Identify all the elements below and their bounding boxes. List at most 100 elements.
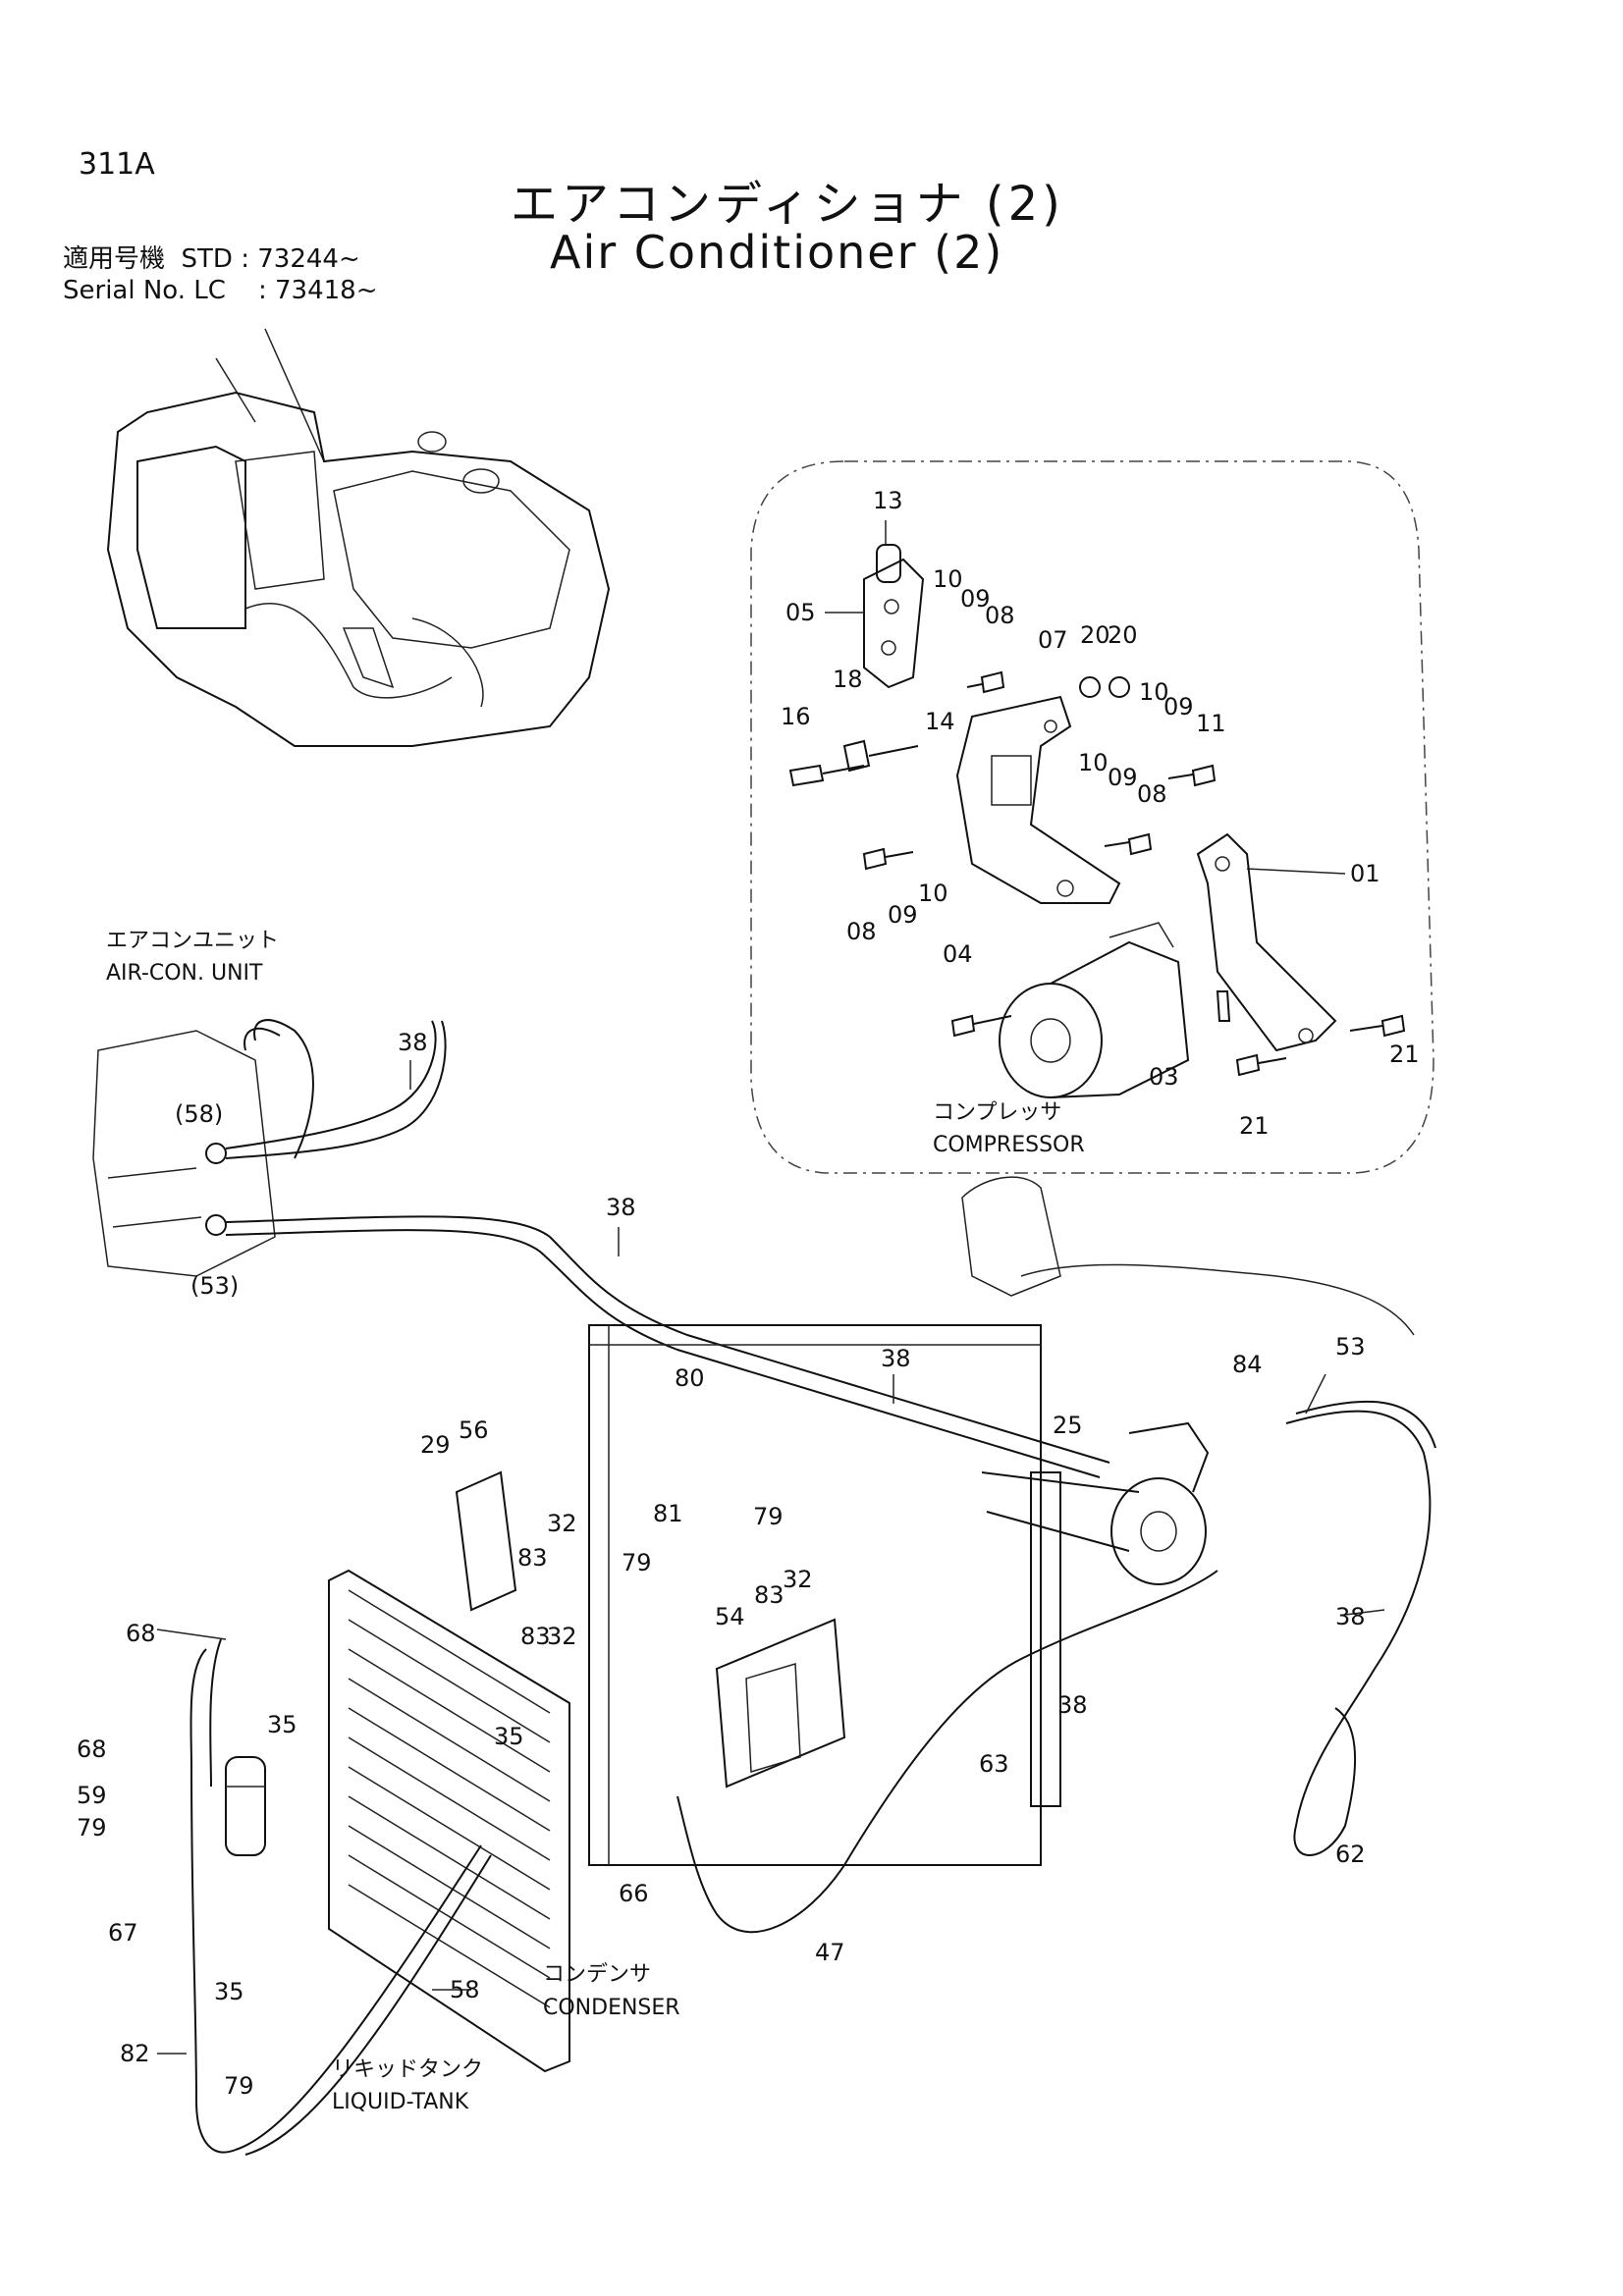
part-label: 38 — [1057, 1691, 1088, 1719]
part-label: 38 — [1335, 1603, 1366, 1630]
part-label: 63 — [979, 1750, 1009, 1778]
part-label: 66 — [619, 1880, 649, 1907]
title-japanese: エアコンディショナ (2) — [511, 177, 1064, 232]
part-label: 18 — [833, 666, 863, 693]
part-label: 79 — [77, 1814, 107, 1842]
part-label: 10 — [1139, 678, 1169, 706]
serial-label-en: Serial No. — [63, 276, 186, 305]
part-label: 05 — [785, 599, 816, 626]
part-label: 04 — [943, 940, 973, 968]
engine-compressor-mount — [961, 1176, 1415, 1807]
compressor-detail-outline — [750, 460, 1434, 1174]
bracket-01 — [1196, 832, 1337, 1052]
part-label: 08 — [1137, 780, 1167, 808]
part-label: 35 — [494, 1723, 524, 1750]
part-label: 16 — [781, 703, 811, 730]
part-label: 80 — [675, 1364, 705, 1392]
part-label: 81 — [653, 1500, 683, 1527]
part-label: 09 — [1163, 693, 1194, 721]
part-label: 35 — [267, 1711, 298, 1738]
part-label: 47 — [815, 1939, 845, 1966]
part-label: 20 — [1080, 621, 1110, 649]
liquid-tank-label-jp: リキッドタンク — [332, 2057, 483, 2082]
part-label: 03 — [1149, 1063, 1179, 1091]
part-label: 38 — [606, 1194, 636, 1221]
aircon-unit-label-en: AIR-CON. UNIT — [106, 961, 263, 986]
aircon-unit-label-jp: エアコンユニット — [106, 929, 279, 953]
part-label: 10 — [918, 880, 948, 907]
part-label: 54 — [715, 1603, 745, 1630]
excavator-overview — [106, 328, 611, 747]
serial-row-std: 適用号機 STD : 73244~ — [63, 243, 377, 275]
part-label: 83 — [520, 1623, 551, 1650]
leader-lines — [156, 520, 1385, 2055]
refrigerant-hoses — [225, 1019, 1436, 1856]
part-label: 07 — [1038, 626, 1068, 654]
part-label: 09 — [960, 585, 991, 613]
part-label: 32 — [547, 1510, 577, 1537]
part-label: 84 — [1232, 1351, 1263, 1378]
part-label: 79 — [224, 2072, 254, 2100]
part-label: 08 — [985, 602, 1015, 629]
part-label: 32 — [547, 1623, 577, 1650]
part-label: 29 — [420, 1431, 451, 1459]
compressor-label-jp: コンプレッサ — [933, 1100, 1061, 1125]
title-english: Air Conditioner (2) — [550, 226, 1004, 279]
part-label: 83 — [754, 1581, 784, 1609]
serial-label-jp: 適用号機 — [63, 244, 166, 274]
liquid-tank — [189, 1638, 492, 2156]
serial-std: STD : 73244~ — [181, 244, 360, 274]
condenser-assembly — [328, 1324, 1042, 2073]
part-label: 79 — [622, 1549, 652, 1576]
part-label: 62 — [1335, 1841, 1366, 1868]
bracket-07 — [955, 695, 1121, 904]
part-label: 67 — [108, 1919, 138, 1947]
serial-block: 適用号機 STD : 73244~ Serial No. LC : 73418~ — [63, 243, 377, 306]
part-label: 21 — [1239, 1112, 1270, 1140]
compressor-body — [999, 922, 1190, 1098]
part-label: 25 — [1053, 1412, 1083, 1439]
part-label: 09 — [1108, 764, 1138, 791]
part-label: 01 — [1350, 860, 1380, 887]
part-label: 21 — [1389, 1041, 1420, 1068]
part-label: 11 — [1196, 710, 1226, 737]
part-label: 10 — [933, 565, 963, 593]
part-label: (53) — [190, 1272, 239, 1300]
condenser-label-jp: コンデンサ — [543, 1962, 651, 1987]
part-label: 79 — [753, 1503, 784, 1530]
part-label: 38 — [398, 1029, 428, 1056]
part-label: 68 — [77, 1735, 107, 1763]
bracket-05 — [863, 544, 925, 689]
part-label-group: 13 05 10 09 08 07 20 20 18 16 14 10 09 1… — [77, 487, 1420, 2100]
aircon-unit — [92, 1030, 276, 1277]
part-label: 14 — [925, 708, 955, 735]
serial-row-lc: Serial No. LC : 73418~ — [63, 275, 377, 306]
part-label: 56 — [459, 1416, 489, 1444]
bracket-54 — [715, 1618, 846, 1789]
part-label: 35 — [214, 1978, 244, 2005]
condenser-label-en: CONDENSER — [543, 1996, 680, 2020]
page-number: 311A — [79, 147, 155, 182]
part-label: 83 — [517, 1544, 548, 1572]
part-label: 10 — [1078, 749, 1109, 776]
detail-hardware — [788, 670, 1406, 1077]
part-label: 68 — [126, 1620, 156, 1647]
part-label: 59 — [77, 1782, 107, 1809]
part-label: 82 — [120, 2040, 150, 2067]
bracket-56 — [455, 1470, 517, 1612]
compressor-label-en: COMPRESSOR — [933, 1133, 1085, 1157]
hose-47 — [676, 1570, 1218, 1934]
part-label: 58 — [450, 1976, 480, 2003]
component-callouts: エアコンユニット AIR-CON. UNIT コンプレッサ COMPRESSOR… — [106, 929, 1085, 2114]
part-label: 09 — [888, 901, 918, 929]
part-label: 53 — [1335, 1333, 1366, 1361]
part-label: 38 — [881, 1345, 911, 1372]
part-label: 20 — [1108, 621, 1138, 649]
part-label: 32 — [783, 1566, 813, 1593]
serial-lc: LC : 73418~ — [193, 276, 378, 305]
liquid-tank-label-en: LIQUID-TANK — [332, 2090, 469, 2114]
part-label: 08 — [846, 918, 877, 945]
part-label: 13 — [873, 487, 903, 514]
part-label: (58) — [175, 1100, 223, 1128]
